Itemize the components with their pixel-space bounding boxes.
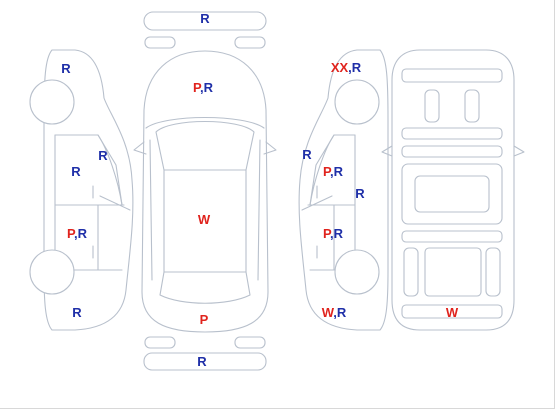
car-top-view — [133, 11, 277, 371]
damage-marker-part: R — [355, 186, 365, 201]
damage-marker-front-bumper: R — [200, 11, 210, 26]
right-body-outline — [298, 49, 389, 331]
left-front-door-line — [54, 134, 123, 206]
damage-marker-interior-rear: W — [446, 305, 459, 320]
console-bar-1 — [401, 127, 503, 140]
damage-marker-left-rear-fender: R — [72, 305, 82, 320]
windshield — [155, 121, 255, 171]
left-window-line — [97, 134, 123, 206]
console-bar-3 — [401, 230, 503, 243]
damage-marker-part: R — [71, 164, 81, 179]
damage-marker-right-front-fender: XX,R — [331, 60, 362, 75]
damage-marker-part: W — [198, 212, 211, 227]
front-light-right — [234, 36, 266, 49]
damage-marker-roof: W — [198, 212, 211, 227]
body-top-outline — [141, 50, 269, 333]
left-b-pillar — [99, 195, 131, 211]
front-seat-left — [424, 89, 440, 123]
damage-marker-part: P — [200, 312, 209, 327]
left-door-split — [54, 134, 125, 271]
right-b-pillar — [301, 195, 333, 211]
console-bar-2 — [401, 145, 503, 158]
right-front-wheel — [334, 79, 380, 125]
mirror-left-top — [133, 141, 147, 155]
mirror-right-top — [263, 141, 277, 155]
hood-line — [145, 116, 265, 129]
damage-marker-part: R — [334, 164, 344, 179]
interior-mirror-right — [513, 145, 525, 157]
damage-marker-part: P — [67, 226, 76, 241]
rear-seat-left — [403, 247, 419, 297]
damage-marker-part: W — [322, 305, 335, 320]
rear-bumper-shape — [143, 352, 267, 371]
damage-marker-hood: P,R — [193, 80, 214, 95]
right-door-split — [307, 134, 356, 271]
damage-marker-part: P — [193, 80, 202, 95]
left-front-wheel — [29, 79, 75, 125]
damage-marker-part: , — [333, 305, 337, 320]
damage-marker-part: XX — [331, 60, 349, 75]
side-line-right — [257, 139, 261, 281]
car-left-side-view — [29, 49, 134, 331]
damage-marker-part: R — [302, 147, 312, 162]
front-light-left — [144, 36, 176, 49]
damage-marker-right-front-door: P,R — [323, 164, 344, 179]
car-right-side-view — [298, 49, 389, 331]
damage-marker-part: R — [197, 354, 207, 369]
rear-light-right — [234, 336, 266, 349]
dashboard — [401, 68, 503, 83]
damage-marker-part: R — [352, 60, 362, 75]
damage-marker-part: R — [61, 61, 71, 76]
damage-marker-right-rear-fender: W,R — [322, 305, 347, 320]
damage-marker-left-mirror: R — [98, 148, 108, 163]
front-seat-right — [464, 89, 480, 123]
interior-mirror-left — [381, 145, 393, 157]
damage-marker-part: , — [74, 226, 78, 241]
damage-marker-part: R — [204, 80, 214, 95]
left-rear-wheel — [29, 249, 75, 295]
rear-window — [159, 271, 251, 304]
damage-marker-part: , — [200, 80, 204, 95]
right-rear-wheel — [334, 249, 380, 295]
damage-marker-part: P — [323, 164, 332, 179]
front-bumper-shape — [143, 11, 267, 31]
damage-marker-right-rear-door: P,R — [323, 226, 344, 241]
car-interior-view — [381, 49, 525, 331]
damage-marker-part: , — [330, 226, 334, 241]
rear-light-left — [144, 336, 176, 349]
damage-marker-part: R — [78, 226, 88, 241]
damage-marker-part: R — [200, 11, 210, 26]
damage-marker-left-front-fender: R — [61, 61, 71, 76]
damage-marker-part: , — [330, 164, 334, 179]
damage-marker-left-rear-door: P,R — [67, 226, 88, 241]
damage-marker-part: R — [98, 148, 108, 163]
rear-cargo — [424, 247, 482, 297]
right-front-door-line — [309, 134, 356, 206]
damage-marker-rear-bumper: R — [197, 354, 207, 369]
damage-marker-part: , — [348, 60, 352, 75]
side-line-left — [149, 139, 153, 281]
cabin-frame — [401, 163, 503, 225]
rear-deck — [401, 304, 503, 319]
damage-marker-part: R — [334, 226, 344, 241]
damage-marker-part: W — [446, 305, 459, 320]
damage-marker-part: R — [337, 305, 347, 320]
interior-outline — [391, 49, 515, 331]
damage-marker-trunk: P — [200, 312, 209, 327]
damage-marker-left-front-door: R — [71, 164, 81, 179]
cabin-inner — [414, 175, 490, 213]
damage-marker-part: P — [323, 226, 332, 241]
damage-marker-right-pillar: R — [355, 186, 365, 201]
rear-seat-right — [485, 247, 501, 297]
damage-marker-right-mirror: R — [302, 147, 312, 162]
damage-marker-part: R — [72, 305, 82, 320]
